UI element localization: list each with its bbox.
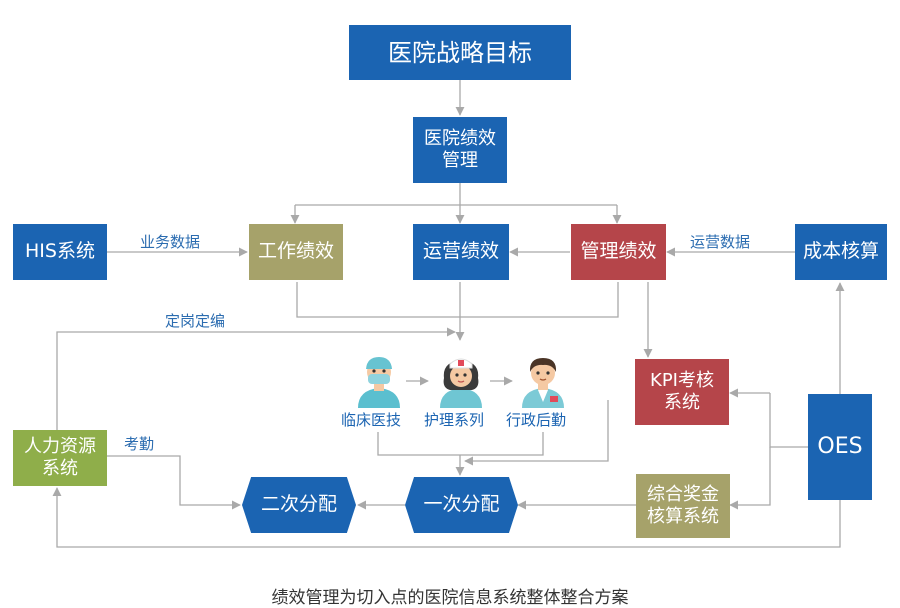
arrow-oes-to-bonus	[729, 447, 771, 510]
ops-perf-label: 运营绩效	[422, 240, 499, 263]
ops-perf-box: 运营绩效	[413, 224, 509, 280]
strategy-box: 医院战略目标	[349, 25, 571, 80]
clinical-label: 临床医技	[341, 411, 402, 429]
cost-box: 成本核算	[795, 224, 887, 280]
nurse-icon	[440, 358, 482, 408]
staffing-label: 定岗定编	[165, 312, 226, 330]
admin-label: 行政后勤	[506, 411, 567, 429]
his-label: HIS系统	[25, 240, 95, 263]
line-hr-staffing	[56, 327, 456, 430]
first-distribution-box: 一次分配	[405, 477, 518, 533]
second-distribution-box: 二次分配	[242, 477, 356, 533]
mgmt-perf-box: 管理绩效	[571, 224, 666, 280]
line-work-down	[296, 282, 619, 318]
admin-staff-icon	[522, 358, 564, 408]
second-distribution-label: 二次分配	[260, 493, 337, 516]
work-perf-box: 工作绩效	[249, 224, 343, 280]
hr-label: 人力资源 系统	[24, 435, 96, 480]
perf-mgmt-box: 医院绩效 管理	[413, 117, 507, 183]
oes-box: OES	[808, 394, 872, 500]
arrow-kpi-to-staff	[464, 400, 609, 466]
mgmt-perf-label: 管理绩效	[580, 240, 657, 263]
bonus-box: 综合奖金 核算系统	[636, 474, 730, 538]
first-distribution-label: 一次分配	[423, 493, 500, 516]
line-oes-hub	[769, 393, 808, 448]
nursing-label: 护理系列	[424, 411, 485, 429]
perf-mgmt-label: 医院绩效 管理	[424, 127, 496, 172]
business-data-label: 业务数据	[140, 233, 201, 251]
diagram-caption: 绩效管理为切入点的医院信息系统整体整合方案	[271, 588, 629, 608]
his-box: HIS系统	[13, 224, 107, 280]
oes-label: OES	[817, 434, 863, 460]
attendance-label: 考勤	[124, 435, 155, 453]
strategy-label: 医院战略目标	[388, 38, 532, 67]
arrow-attendance-to-second	[107, 455, 241, 510]
kpi-label: KPI考核 系统	[650, 369, 714, 414]
clinical-doctor-icon	[358, 357, 400, 408]
bonus-label: 综合奖金 核算系统	[647, 483, 719, 528]
hr-box: 人力资源 系统	[13, 430, 107, 486]
arrow-oes-to-hr	[52, 487, 841, 548]
line-staff-bottom	[377, 432, 544, 456]
ops-data-label: 运营数据	[690, 233, 751, 251]
cost-label: 成本核算	[802, 240, 879, 263]
kpi-box: KPI考核 系统	[635, 359, 729, 425]
work-perf-label: 工作绩效	[257, 240, 334, 263]
